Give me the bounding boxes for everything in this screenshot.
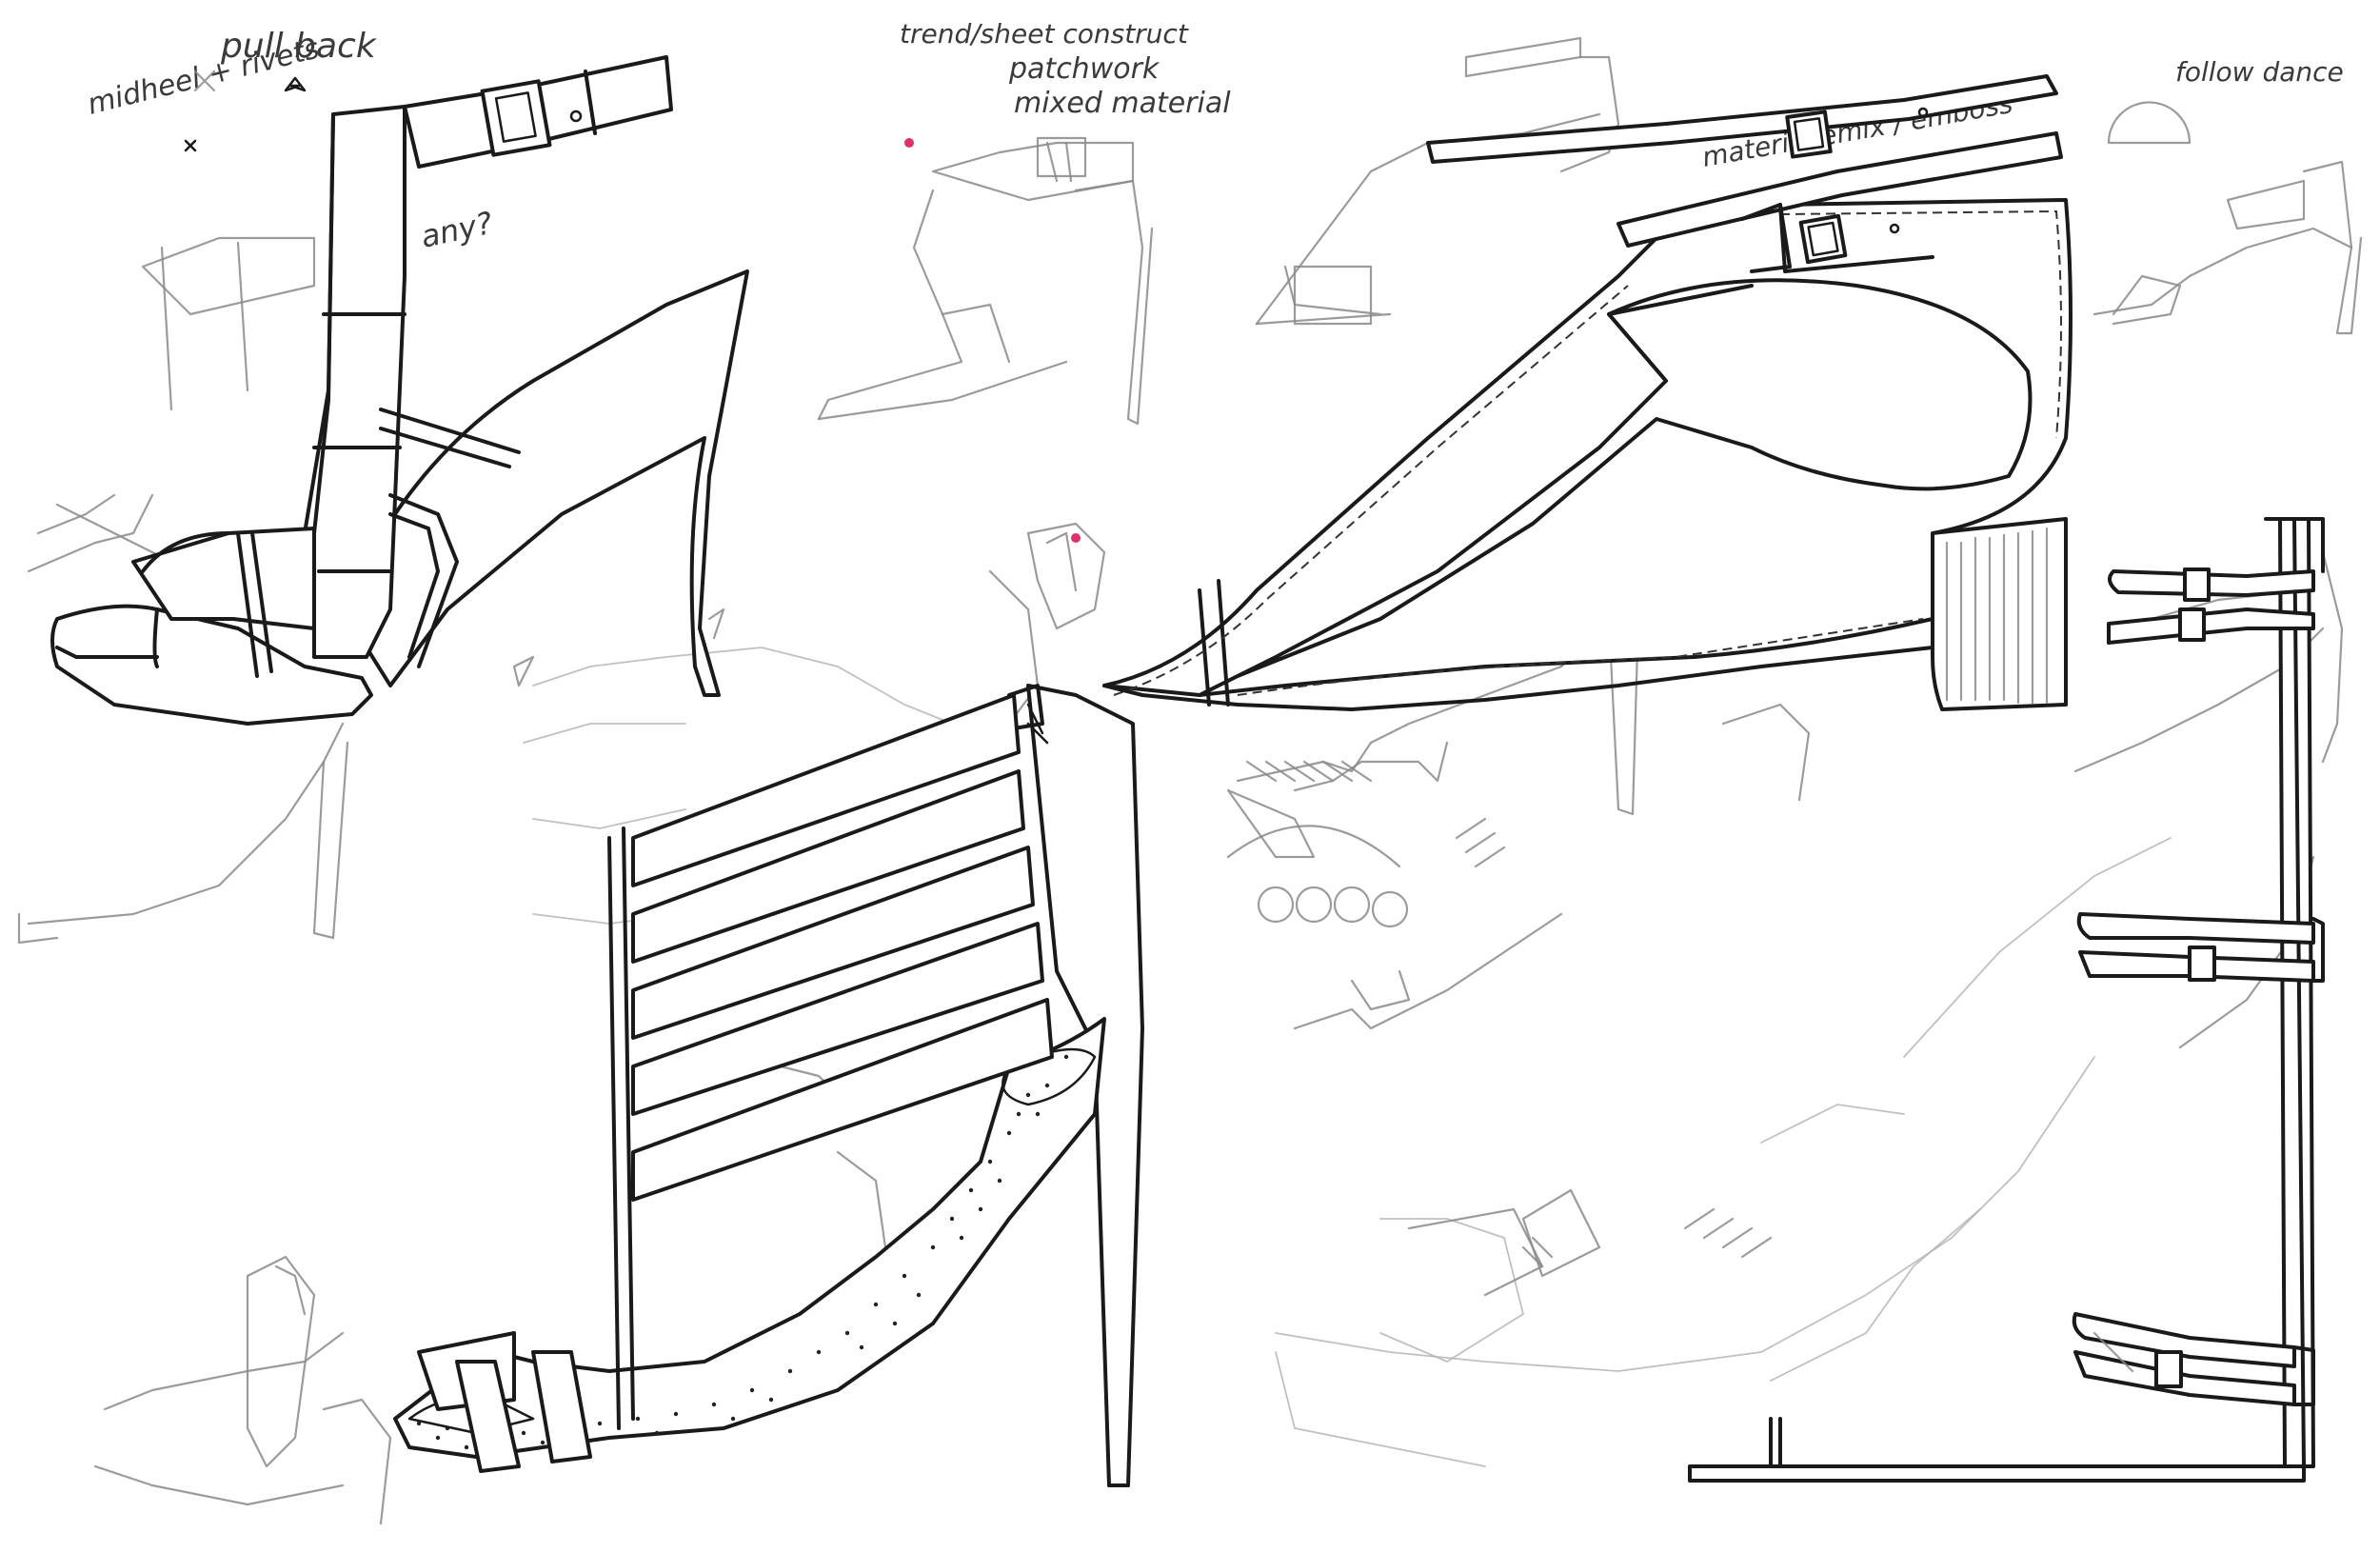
note-patchwork: patchwork (1008, 52, 1160, 86)
sketch-peep-toe-platform (50, 55, 749, 726)
sketch-gladiator-heel (1688, 517, 2325, 1483)
note-question: any? (418, 205, 496, 255)
note-follow: follow dance (2175, 56, 2344, 88)
accent-dot (1071, 533, 1081, 543)
sketch-caged-bootie (393, 684, 1144, 1487)
note-midheel-rivets: midheel + rivets (84, 31, 322, 121)
note-mixed-material: mixed material (1014, 87, 1231, 120)
sketch-block-heel-bootie (1102, 74, 2073, 711)
pencil-underlayer (17, 36, 2363, 1525)
accent-dot (904, 138, 914, 148)
sketch-marks (184, 76, 725, 640)
note-pull-back: pull back (220, 27, 378, 66)
note-trend-list: trend/sheet construct (900, 18, 1189, 50)
